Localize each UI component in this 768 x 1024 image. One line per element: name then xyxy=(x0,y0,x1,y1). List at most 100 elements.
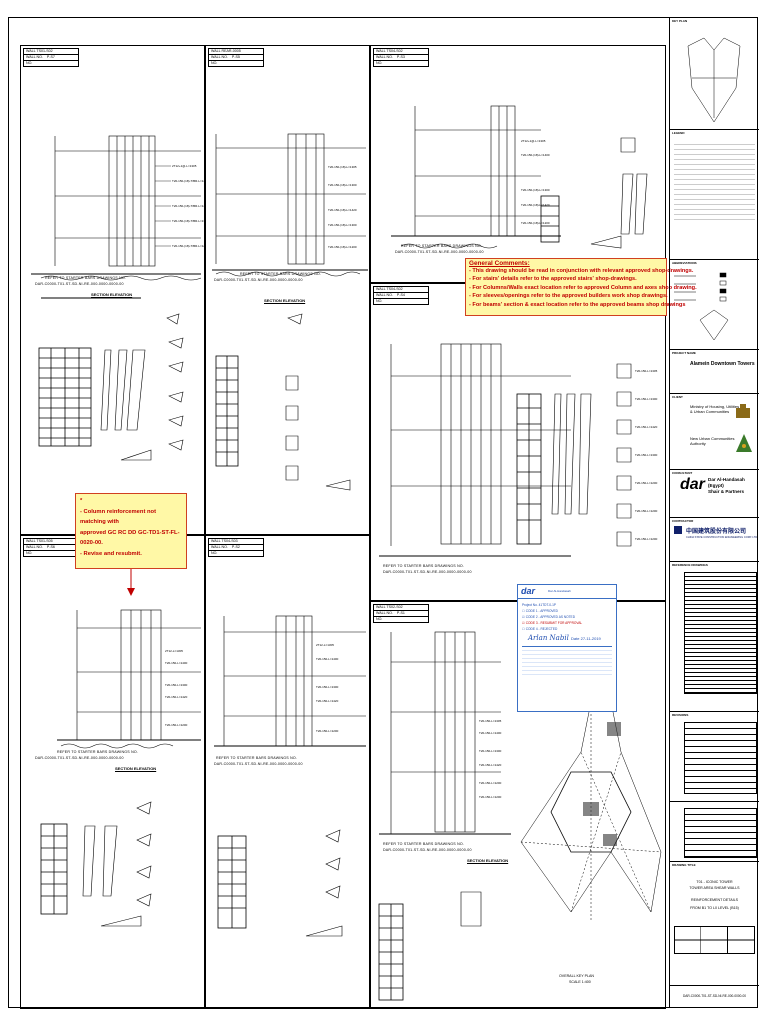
stamp-signature: Arlan Nabil Date 27-11-2019 xyxy=(528,634,601,642)
starter-bars-note: REFER TO STARTER BARS DRAWINGS NO. xyxy=(216,756,298,760)
starter-bars-code: DAR-C0000-T01-ST-SD-NI-RE-000-0000-0000-… xyxy=(214,278,303,282)
wall-no: WALL NO. P-S4 xyxy=(374,293,428,299)
wall-schedule-box: WALL TS01-S02 WALL NO. P-S7 NO. xyxy=(23,48,79,67)
svg-text:T20-150-L=1420: T20-150-L=1420 xyxy=(479,763,502,767)
svg-text:T20-150-(18)-L=1300: T20-150-(18)-L=1300 xyxy=(328,223,357,227)
contractor-name-en: CHINA STATE CONSTRUCTION ENGINEERING COR… xyxy=(686,536,758,539)
key-plan-scale: SCALE 1:400 xyxy=(569,980,591,984)
dar-logo: dar xyxy=(680,476,705,493)
starter-bars-code: DAR-C0000-T01-ST-SD-NI-RE-000-0000-0000-… xyxy=(35,756,124,760)
client-section: CLIENT Ministry of Housing, Utilities& U… xyxy=(670,394,759,470)
wall-count: NO. xyxy=(376,299,383,303)
svg-text:T20-150-L=1420: T20-150-L=1420 xyxy=(165,695,188,699)
drawing-number-section: DAR-C0000-T01-ST-SD-NI-RE-000-0000-00 xyxy=(670,986,759,1008)
project-section: PROJECT NAME Alamein Downtown Towers xyxy=(670,350,759,394)
key-plan-label: OVERALL KEY PLAN xyxy=(559,974,594,978)
client-ministry: Ministry of Housing, Utilities& Urban Co… xyxy=(690,404,740,414)
starter-bars-code: DAR-C0000-T01-ST-SD-NI-RE-000-0000-0000-… xyxy=(383,848,472,852)
wall-ref: WALL TS01-S02 xyxy=(24,49,78,55)
wall-ref: WALL TS04-S02 xyxy=(374,287,428,293)
wall-panel-2: WALL REAR-0005 WALL NO. P-S5 NO. T20-150… xyxy=(205,45,370,535)
legend-notes xyxy=(674,140,755,220)
wall-no: WALL NO. P-S6 xyxy=(24,545,78,551)
svg-text:T20-150-(18)-L=1305: T20-150-(18)-L=1305 xyxy=(328,165,357,169)
svg-text:T20-150-L=1400: T20-150-L=1400 xyxy=(479,731,502,735)
drawing-title-line: T01 - ICONIC TOWER xyxy=(696,880,733,884)
contractor-name-cn: 中国建筑股份有限公司 xyxy=(686,529,747,535)
section-title: SECTION ELEVATION xyxy=(467,858,509,863)
consultant-section: CONSULTANT dar Dar Al-Handasah (Egypt)Sh… xyxy=(670,470,759,518)
svg-text:2T12+1@-L=1305: 2T12+1@-L=1305 xyxy=(172,164,197,168)
svg-text:T20-150-(18)-L=1420: T20-150-(18)-L=1420 xyxy=(521,203,550,207)
svg-text:T20-150-L=1200: T20-150-L=1200 xyxy=(635,481,658,485)
abbreviation-symbols xyxy=(674,272,729,341)
svg-text:T20-150-L=1300: T20-150-L=1300 xyxy=(479,749,502,753)
reference-drawings-section: REFERENCE DRAWINGS xyxy=(670,562,759,712)
comment-star: * xyxy=(80,498,83,504)
column-reinforcement-comment: * - Column reinforcement not matching wi… xyxy=(75,493,187,569)
svg-text:T20-150-L=1305: T20-150-L=1305 xyxy=(635,369,658,373)
wall-count: NO. xyxy=(26,61,33,65)
stamp-project-no: Project No. 41TDT-0-1P xyxy=(522,603,557,607)
svg-text:T20-150-(18)-T/BR-L=1200: T20-150-(18)-T/BR-L=1200 xyxy=(172,244,205,248)
wall-no: WALL NO. P-S7 xyxy=(24,55,78,61)
revisions-caption: REVISIONS xyxy=(672,713,689,717)
project-caption: PROJECT NAME xyxy=(672,351,696,355)
key-plan-caption: KEY PLAN xyxy=(672,19,688,23)
wall-schedule-box: WALL TS04-S02 WALL NO. P-S4 NO. xyxy=(373,286,429,305)
section-title: SECTION ELEVATION xyxy=(264,298,306,303)
starter-bars-code: DAR-C0000-T01-ST-SD-NI-RE-000-0000-0000-… xyxy=(35,282,124,286)
drawing-area: WALL TS01-S02 WALL NO. P-S7 NO. xyxy=(9,18,697,1009)
comment-line: approved GC RC DD GC-TD1-ST-FL-0020-00. xyxy=(80,529,180,547)
stamp-code-1: ☐ CODE 1 - APPROVED xyxy=(522,609,558,613)
svg-text:T20-150-L=1420: T20-150-L=1420 xyxy=(635,425,658,429)
svg-text:T20-150-L=1305: T20-150-L=1305 xyxy=(479,719,502,723)
reference-drawings-table xyxy=(684,572,757,694)
starter-bars-note: REFER TO STARTER BARS DRAWINGS NO. xyxy=(240,272,322,276)
wall-panel-1: WALL TS01-S02 WALL NO. P-S7 NO. xyxy=(20,45,205,535)
client-caption: CLIENT xyxy=(672,395,683,399)
wall-ref: WALL TS02-S02 xyxy=(374,605,428,611)
svg-text:2T12+1@-L=1305: 2T12+1@-L=1305 xyxy=(521,139,546,143)
key-plan-sketch xyxy=(687,37,741,123)
revisions-table xyxy=(684,722,757,794)
project-name: Alamein Downtown Towers xyxy=(690,361,755,367)
revisions-section: REVISIONS xyxy=(670,712,759,802)
general-comment-line: - For sleeves/openings refer to the appr… xyxy=(469,293,668,300)
reference-caption: REFERENCE DRAWINGS xyxy=(672,563,708,567)
general-comment-line: - For Columns/Walls exact location refer… xyxy=(469,284,697,291)
svg-text:T20-150-(18)-T/BR-L=1420: T20-150-(18)-T/BR-L=1420 xyxy=(172,204,205,208)
abbreviations-section: ABBREVIATIONS xyxy=(670,260,759,350)
wall-panel-7: WALL TS02-S02 WALL NO. P-S1 NO. T20-150-… xyxy=(370,601,666,1009)
drawing-title-caption: DRAWING TITLE xyxy=(672,863,696,867)
wall-panel-5: WALL TS01-S05 WALL NO. P-S6 NO. 2T12-L=1… xyxy=(20,535,205,1009)
wall-panel-4: WALL TS04-S02 WALL NO. P-S4 NO. xyxy=(370,283,666,601)
svg-text:T20-150-L=1200: T20-150-L=1200 xyxy=(479,795,502,799)
svg-text:T20-150-L=1200: T20-150-L=1200 xyxy=(635,509,658,513)
svg-text:T20-150-(18)-L=1300: T20-150-(18)-L=1300 xyxy=(328,183,357,187)
svg-text:T20-150-L=1300: T20-150-L=1300 xyxy=(635,397,658,401)
wall-no: WALL NO. P-S2 xyxy=(209,545,263,551)
wall-count: NO. xyxy=(376,617,383,621)
legend-caption: LEGEND xyxy=(672,131,685,135)
stamp-notes-area xyxy=(522,646,612,677)
consultant-caption: CONSULTANT xyxy=(672,471,693,475)
svg-text:T20-150-L=1400: T20-150-L=1400 xyxy=(316,657,339,661)
svg-text:T20-150-L=1300: T20-150-L=1300 xyxy=(635,453,658,457)
wall-ref: WALL REAR-0005 xyxy=(209,49,263,55)
svg-text:T20-150-L=1200: T20-150-L=1200 xyxy=(635,537,658,541)
contractor-section: CONTRACTOR 中国建筑股份有限公司 CHINA STATE CONSTR… xyxy=(670,518,759,562)
wall-schedule-box: WALL TS04-S03 WALL NO. P-S2 NO. xyxy=(208,538,264,557)
svg-text:T20-150-L=1400: T20-150-L=1400 xyxy=(165,661,188,665)
wall-no: WALL NO. P-S1 xyxy=(374,611,428,617)
wall-ref: WALL TS04-S03 xyxy=(209,539,263,545)
svg-text:2T12-L=1305: 2T12-L=1305 xyxy=(316,643,334,647)
wall-ref: WALL TS04-S02 xyxy=(374,49,428,55)
drawing-title-line: TOWER AREA SHEAR WALLS xyxy=(689,886,740,890)
